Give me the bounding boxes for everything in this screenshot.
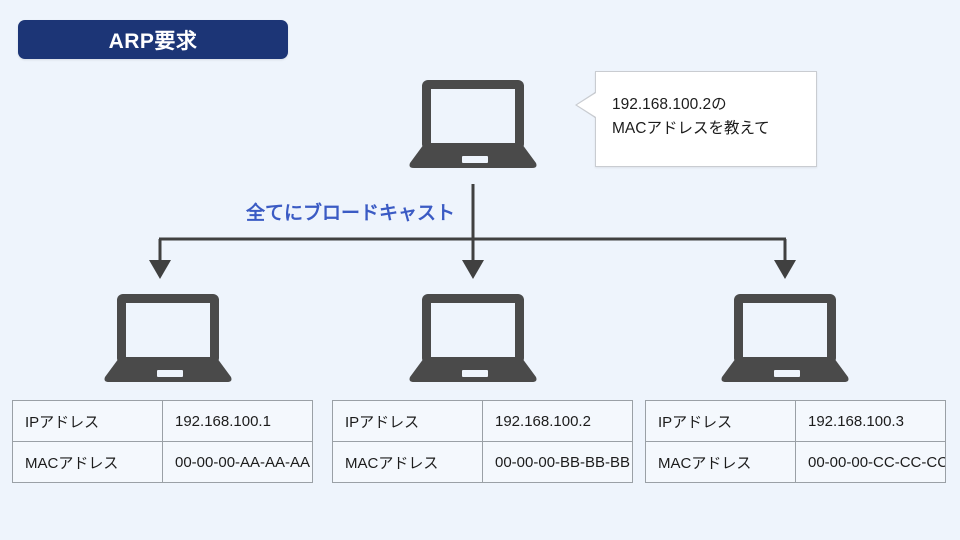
laptop-icon — [721, 294, 849, 382]
page-title: ARP要求 — [108, 29, 198, 53]
table-cell-value: 192.168.100.3 — [795, 400, 946, 442]
bubble-text: 192.168.100.2の MACアドレスを教えて — [612, 96, 770, 137]
host-info-table-2: IPアドレス 192.168.100.2 MACアドレス 00-00-00-BB… — [332, 400, 633, 483]
host-laptop-icon-2 — [408, 292, 538, 384]
table-row: IPアドレス 192.168.100.1 — [12, 400, 313, 442]
laptop-icon — [409, 80, 537, 168]
table-cell-key: IPアドレス — [645, 400, 796, 442]
host-info-table-1: IPアドレス 192.168.100.1 MACアドレス 00-00-00-AA… — [12, 400, 313, 483]
title-badge: ARP要求 — [18, 20, 288, 59]
table-cell-key: MACアドレス — [12, 441, 163, 483]
host-laptop-icon-1 — [103, 292, 233, 384]
sender-laptop-icon — [408, 78, 538, 170]
table-cell-value: 00-00-00-CC-CC-CC — [795, 441, 946, 483]
table-cell-value: 192.168.100.2 — [482, 400, 633, 442]
laptop-icon — [104, 294, 232, 382]
request-speech-bubble: 192.168.100.2の MACアドレスを教えて — [575, 71, 817, 167]
table-cell-value: 00-00-00-AA-AA-AA — [162, 441, 313, 483]
table-cell-key: IPアドレス — [332, 400, 483, 442]
table-cell-key: IPアドレス — [12, 400, 163, 442]
table-cell-value: 00-00-00-BB-BB-BB — [482, 441, 633, 483]
broadcast-label: 全てにブロードキャスト — [246, 203, 456, 224]
table-cell-key: MACアドレス — [332, 441, 483, 483]
table-row: IPアドレス 192.168.100.2 — [332, 400, 633, 442]
host-info-table-3: IPアドレス 192.168.100.3 MACアドレス 00-00-00-CC… — [645, 400, 946, 483]
laptop-icon — [409, 294, 537, 382]
broadcast-arrows — [149, 184, 796, 279]
table-row: MACアドレス 00-00-00-AA-AA-AA — [12, 441, 313, 483]
bubble-tail-icon — [577, 93, 596, 117]
table-cell-value: 192.168.100.1 — [162, 400, 313, 442]
table-row: IPアドレス 192.168.100.3 — [645, 400, 946, 442]
table-row: MACアドレス 00-00-00-CC-CC-CC — [645, 441, 946, 483]
table-row: MACアドレス 00-00-00-BB-BB-BB — [332, 441, 633, 483]
host-laptop-icon-3 — [720, 292, 850, 384]
table-cell-key: MACアドレス — [645, 441, 796, 483]
